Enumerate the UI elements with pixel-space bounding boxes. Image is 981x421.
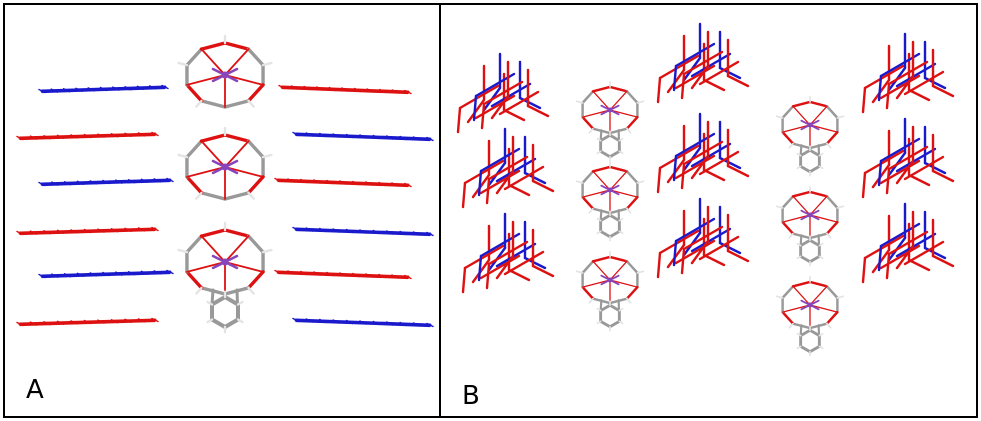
anion-chain-icon: [292, 131, 434, 142]
panel-a-label: A: [26, 375, 44, 405]
panel-a: A: [3, 3, 441, 418]
wireframe-cluster-icon: [456, 52, 550, 134]
panel-b: B: [439, 3, 978, 418]
crown-ether-complex-icon: [177, 34, 273, 109]
panel-a-structure: [16, 34, 434, 334]
crown-ether-complex-icon: [575, 161, 645, 242]
panel-b-structure: [456, 22, 955, 357]
crown-ether-complex-icon: [177, 221, 273, 334]
wireframe-cluster-icon: [656, 112, 750, 194]
panel-b-frame: [439, 3, 978, 418]
anion-chain-icon: [274, 177, 412, 188]
crown-ether-complex-icon: [177, 126, 273, 201]
anion-chain-icon: [274, 269, 412, 280]
anion-chain-icon: [38, 84, 169, 94]
anion-chain-icon: [38, 177, 174, 187]
crown-ether-complex-icon: [775, 186, 845, 267]
anion-chain-icon: [16, 226, 159, 236]
wireframe-cluster-icon: [861, 202, 955, 284]
crown-ether-complex-icon: [775, 276, 845, 357]
wireframe-cluster-icon: [461, 127, 555, 209]
anion-chain-icon: [38, 269, 174, 279]
wireframe-cluster-icon: [461, 212, 555, 294]
crown-ether-complex-icon: [575, 81, 645, 162]
anion-chain-icon: [278, 84, 412, 95]
panel-b-label: B: [462, 381, 480, 411]
crown-ether-complex-icon: [775, 96, 845, 177]
wireframe-cluster-icon: [656, 22, 750, 104]
anion-chain-icon: [292, 317, 434, 328]
wireframe-cluster-icon: [861, 32, 955, 114]
anion-chain-icon: [16, 317, 159, 327]
anion-chain-icon: [16, 131, 159, 141]
wireframe-cluster-icon: [861, 117, 955, 199]
crown-ether-complex-icon: [575, 251, 645, 332]
wireframe-cluster-icon: [656, 197, 750, 279]
anion-chain-icon: [292, 226, 434, 237]
